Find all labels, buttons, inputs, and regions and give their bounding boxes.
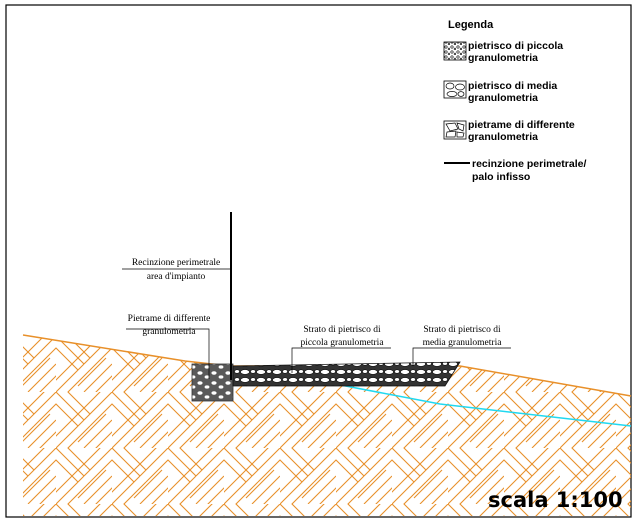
stone-annotation-line1: Pietrame di differente bbox=[128, 313, 211, 324]
stone-annotation-line2: granulometria bbox=[142, 327, 196, 337]
fine-gravel-swatch-icon bbox=[443, 41, 467, 61]
legend-item-1-line2: granulometria bbox=[468, 52, 538, 64]
medium-layer-annotation-line2: media granulometria bbox=[423, 338, 503, 348]
scale-label: scala 1:100 bbox=[488, 488, 623, 512]
legend-item-2-line2: granulometria bbox=[468, 92, 538, 104]
legend-item-1-line1: pietrisco di piccola bbox=[468, 40, 563, 52]
medium-layer-annotation-line1: Strato di pietrisco di bbox=[423, 325, 501, 335]
soil-section bbox=[23, 335, 631, 516]
legend-title: Legenda bbox=[448, 19, 494, 31]
drawing-frame bbox=[5, 4, 632, 518]
stone-leader bbox=[126, 328, 210, 379]
medium-layer-leader bbox=[412, 347, 511, 366]
legend-item-4-line2: palo infisso bbox=[472, 171, 530, 183]
stone-block bbox=[191, 363, 234, 402]
medium-gravel-swatch-icon bbox=[443, 80, 467, 99]
legend-item-3-line1: pietrame di differente bbox=[468, 119, 575, 131]
legend-item-2-line1: pietrisco di media bbox=[468, 80, 557, 92]
gravel-layer bbox=[232, 361, 461, 387]
legend: Legenda pietrisco di piccola granulometr… bbox=[443, 19, 586, 183]
fine-layer-annotation-line1: Strato di pietrisco di bbox=[303, 325, 381, 335]
fence-annotation-line2: area d'impianto bbox=[147, 272, 206, 282]
fence-annotation-line1: Recinzione perimetrale bbox=[132, 258, 220, 268]
legend-item-3-line2: granulometria bbox=[468, 131, 538, 143]
legend-item-4-line1: recinzione perimetrale/ bbox=[472, 158, 586, 170]
fine-layer-annotation-line2: piccola granulometria bbox=[300, 338, 384, 348]
fine-layer-leader bbox=[291, 347, 391, 373]
stone-swatch-icon bbox=[443, 120, 467, 140]
